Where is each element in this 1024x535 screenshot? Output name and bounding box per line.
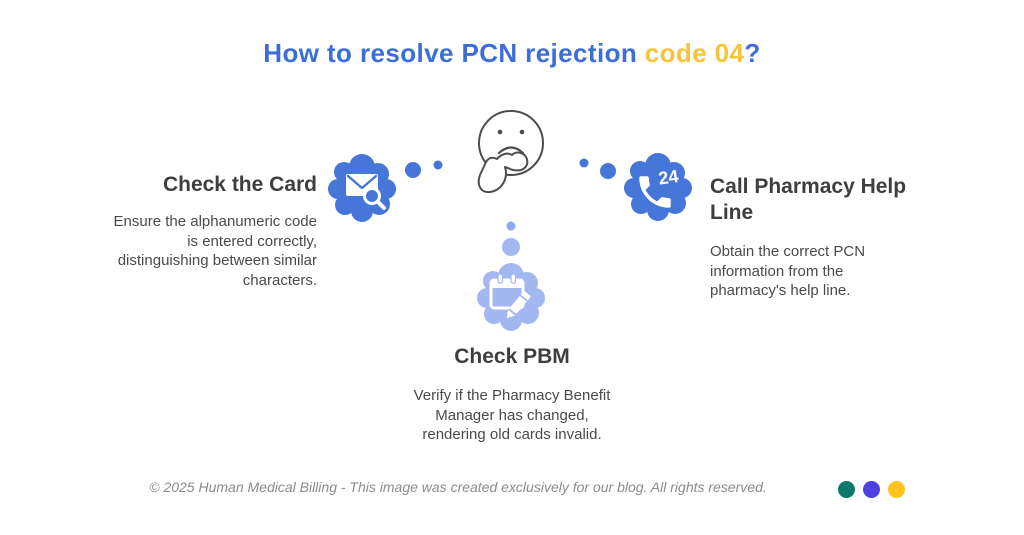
check-pbm-cloud-icon [477,263,545,331]
call-help-cloud-icon: 24 [624,153,692,221]
thought-dots-left [405,160,443,178]
envelope-search-icon [346,174,386,210]
step-check-card-description: Ensure the alphanumeric code is entered … [113,213,317,289]
step-call-help-line-description: Obtain the correct PCN information from … [710,243,866,299]
brand-dot-teal [838,481,855,498]
page-title-accent: code 04 [644,38,745,68]
brand-dot-indigo [863,481,880,498]
page-title-main: How to resolve PCN rejection [263,38,645,68]
footer-brand-dots [838,481,905,498]
phone-badge: 24 [657,166,680,189]
step-check-pbm-title: Check PBM [454,345,570,368]
page-title: How to resolve PCN rejection code 04? [0,38,1024,69]
step-call-help-line: Call Pharmacy Help Line Obtain the corre… [710,174,920,301]
thought-dots-right [579,158,616,179]
calendar-pencil-icon [489,273,531,319]
step-check-card-title: Check the Card [162,173,317,196]
step-check-card: Check the Card Ensure the alphanumeric c… [57,172,317,290]
copyright-text: © 2025 Human Medical Billing - This imag… [149,479,767,495]
thinking-face-icon [477,110,544,194]
check-card-cloud-icon [328,154,396,222]
step-call-help-line-title: Call Pharmacy Help Line [710,175,907,224]
page-title-question: ? [744,38,761,68]
thinking-hand [477,151,529,194]
thought-dots-down [502,221,520,256]
step-check-pbm: Check PBM Verify if the Pharmacy Benefit… [392,344,632,445]
brand-dot-yellow [888,481,905,498]
phone-24-icon: 24 [639,166,680,208]
step-check-pbm-description: Verify if the Pharmacy Benefit Manager h… [413,387,611,443]
